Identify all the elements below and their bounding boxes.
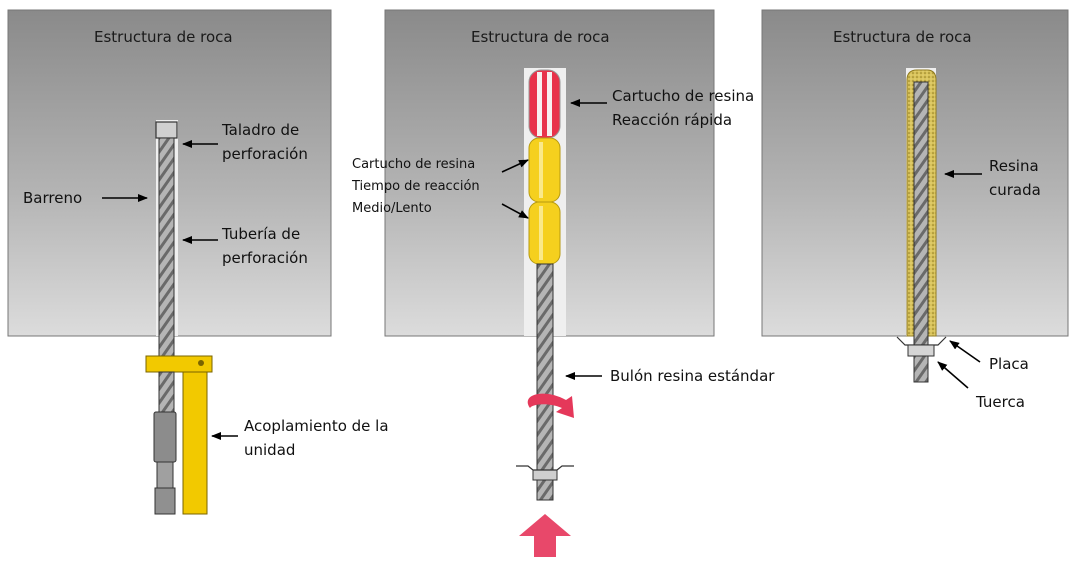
label-line: unidad [244,441,296,459]
label-line: Resina [989,157,1039,175]
coupling-bolt [198,360,204,366]
coupling-bar [145,355,213,373]
label-line: Tiempo de reacción [352,179,480,194]
label-fast-cartridge: Cartucho de resina Reacción rápida [612,84,754,132]
slow-resin-cartridge [528,137,561,203]
drill-shaft [158,371,175,413]
resin-bolt [536,263,554,501]
label-line: curada [989,181,1041,199]
label-drill-bit: Taladro de perforación [222,118,308,166]
label-slow-cartridge: Cartucho de resina Tiempo de reacción Me… [352,154,480,220]
slow-resin-cartridge [528,201,561,265]
label-line: perforación [222,249,308,267]
arrow-slow-cartridge-2 [501,203,529,219]
panel-3-title: Estructura de roca [833,28,972,46]
label-line: Acoplamiento de la [244,417,389,435]
rotation-arrow [527,393,574,418]
cartridge-highlight [547,72,552,136]
coupling-arm [182,371,208,515]
fast-resin-cartridge [528,69,561,139]
panel-1-title: Estructura de roca [94,28,233,46]
bolt-nut [907,344,935,357]
label-line: Medio/Lento [352,201,432,216]
panel-resin-insertion [384,9,715,557]
panel-2-title: Estructura de roca [471,28,610,46]
cartridge-highlight [539,206,543,260]
label-line: Reacción rápida [612,111,733,129]
arrow-plate [949,340,981,363]
cartridge-highlight [537,72,542,136]
drill-bit [155,121,178,139]
bolt-nut [532,469,558,481]
arrow-nut [937,361,969,389]
label-borehole: Barreno [23,189,83,207]
panel-drilling [7,9,332,515]
label-line: Tubería de [222,225,301,243]
panel-cured [761,9,1069,389]
arrow-slow-cartridge-1 [501,159,529,173]
label-line: perforación [222,145,308,163]
label-bolt: Bulón resina estándar [610,367,775,385]
drill-pipe [158,137,175,361]
cartridge-highlight [539,142,543,198]
label-nut: Tuerca [976,393,1025,411]
label-cured-resin: Resina curada [989,154,1041,202]
bolt-plate [516,465,574,471]
label-drill-pipe: Tubería de perforación [222,222,308,270]
label-plate: Placa [989,355,1029,373]
drill-chuck [153,411,177,463]
drill-shank-end [154,487,176,515]
drill-shank [156,461,174,489]
label-line: Taladro de [222,121,300,139]
label-coupling: Acoplamiento de la unidad [244,414,389,462]
push-arrow [519,514,571,557]
resin-bolt [913,81,929,383]
label-line: Cartucho de resina [612,87,755,105]
label-line: Cartucho de resina [352,157,476,172]
